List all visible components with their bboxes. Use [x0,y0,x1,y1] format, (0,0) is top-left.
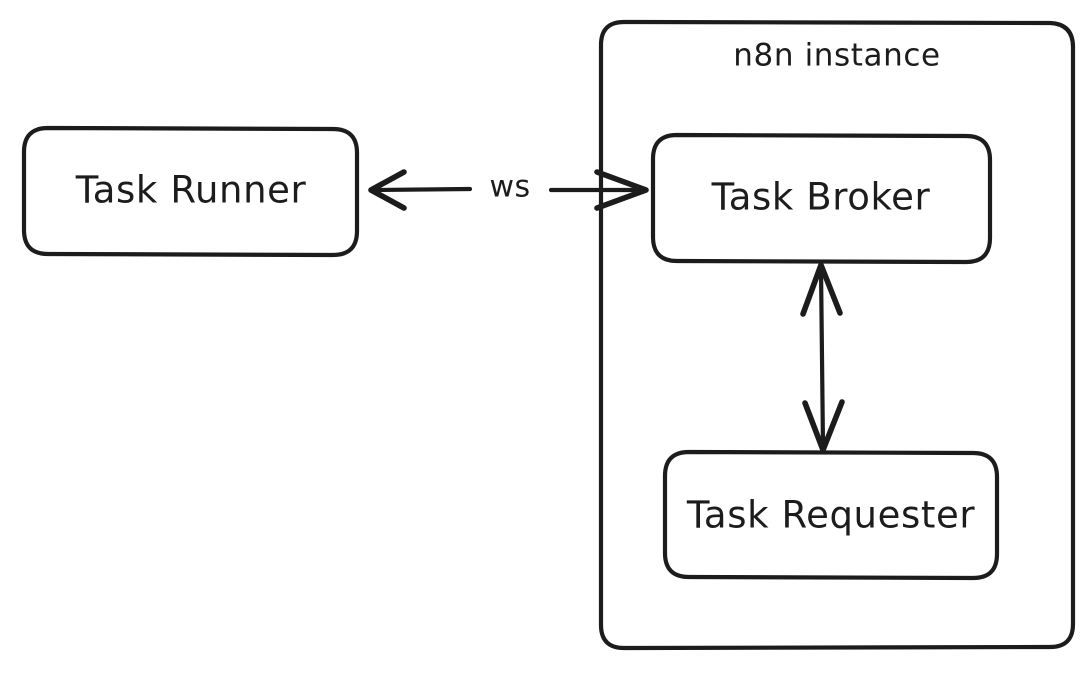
group-n8n-instance-border [598,19,1076,651]
node-task-broker-label: Task Broker [711,176,931,219]
edge-runner-broker-arrowhead-right [594,169,649,211]
node-task-broker[interactable]: Task Broker [650,132,993,265]
edge-runner-broker-line-left [371,186,473,193]
node-task-runner-shape [21,125,360,258]
edge-broker-requester-arrowhead-down [802,399,845,453]
node-task-requester-label: Task Requester [686,494,975,537]
node-task-runner-label: Task Runner [75,169,307,212]
node-task-requester-shape [662,449,1000,581]
edge-runner-broker-arrowhead-left [368,169,407,211]
node-task-requester[interactable]: Task Requester [662,449,1000,581]
group-n8n-instance-label: n8n instance [733,38,940,74]
edge-broker-requester-arrowhead-up [800,262,843,317]
edge-runner-broker-label: ws [490,170,531,205]
edge-broker-requester-line [818,265,826,450]
node-task-runner[interactable]: Task Runner [21,125,360,258]
node-task-broker-shape [650,132,993,265]
edge-runner-broker[interactable]: ws [368,169,649,211]
edge-broker-requester[interactable] [800,262,845,453]
group-n8n-instance[interactable]: n8n instance [598,19,1076,651]
